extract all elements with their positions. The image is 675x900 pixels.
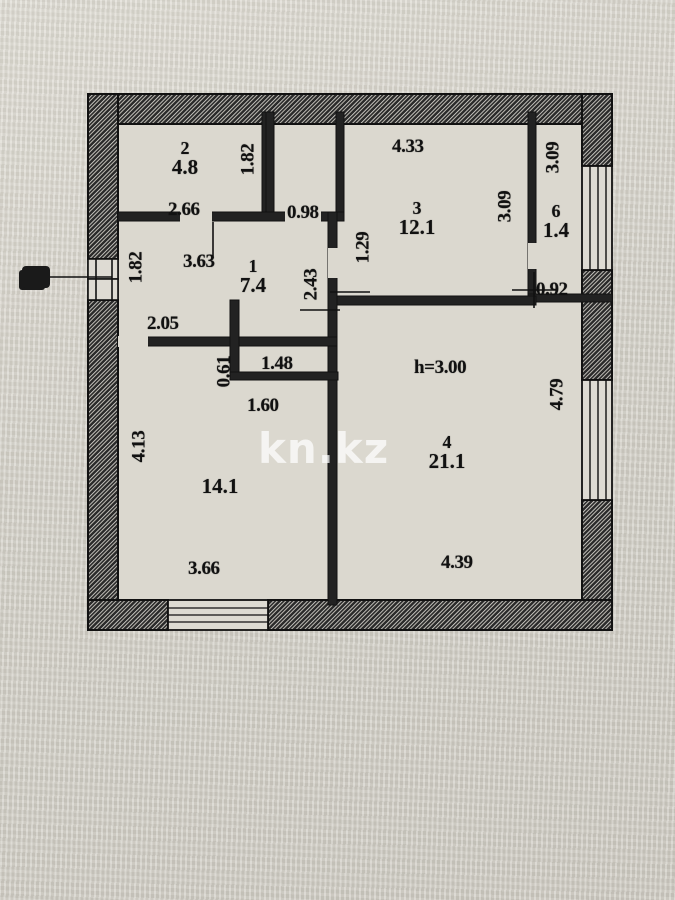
entrance-arrow-icon [22, 266, 50, 288]
window-right-upper [581, 165, 613, 271]
dim-bottom-left-width: 3.66 [188, 558, 220, 579]
dim-top-left-inner-height: 1.82 [237, 143, 259, 176]
floor-fill [95, 100, 605, 630]
room-6-number: 6 [551, 201, 561, 221]
dim-room6-height: 3.09 [542, 141, 564, 174]
dimension-leaders [50, 222, 556, 311]
room-2-number: 2 [180, 138, 190, 158]
dim-hall-top-width: 3.63 [183, 251, 215, 272]
room-3-area: 12.1 [398, 215, 436, 240]
dim-top-left-width: 2.66 [168, 199, 200, 220]
dim-hall-right-height: 2.43 [300, 268, 322, 301]
room-2-area: 4.8 [171, 155, 199, 180]
dim-closet-width: 0.98 [287, 202, 319, 223]
dim-hall-left-width: 2.05 [147, 313, 179, 334]
ceiling-height-note: h=3.00 [414, 357, 467, 378]
room-6-area: 1.4 [542, 218, 570, 243]
room-lower-right-area: 21.1 [428, 449, 466, 474]
room-label-6: 6 1.4 [528, 201, 584, 243]
dim-hall-bottom-total: 1.60 [247, 395, 279, 416]
dim-niche-height: 1.29 [352, 231, 374, 264]
dim-hall-bottom-width: 1.48 [261, 353, 293, 374]
room-label-3: 3 12.1 [382, 198, 452, 240]
room-lower-right-number: 4 [442, 432, 452, 452]
room-label-lower-left: 14.1 [180, 476, 260, 497]
dim-room3-right-height: 3.09 [494, 190, 516, 223]
room-3-number: 3 [412, 198, 422, 218]
dim-bottom-right-width: 4.39 [441, 552, 473, 573]
window-bottom [167, 599, 269, 631]
room-label-lower-right: 4 21.1 [412, 432, 482, 474]
room-label-1: 1 7.4 [225, 256, 281, 298]
dim-left-wall-lower: 4.13 [128, 430, 150, 463]
room-1-number: 1 [248, 256, 258, 276]
dim-top-right-width: 4.33 [392, 136, 424, 157]
dim-stub-height: 0.61 [213, 355, 235, 388]
dim-right-wall-height: 4.79 [546, 378, 568, 411]
dim-left-wall-upper: 1.82 [125, 251, 147, 284]
exterior-walls [87, 93, 613, 631]
room-lower-left-area: 14.1 [201, 474, 239, 498]
room-1-area: 7.4 [239, 273, 267, 298]
room-label-2: 2 4.8 [150, 138, 220, 180]
door-openings [118, 211, 537, 347]
window-left-entrance [87, 258, 119, 301]
window-right-lower [581, 379, 613, 501]
dim-room6-width: 0.92 [536, 279, 568, 300]
